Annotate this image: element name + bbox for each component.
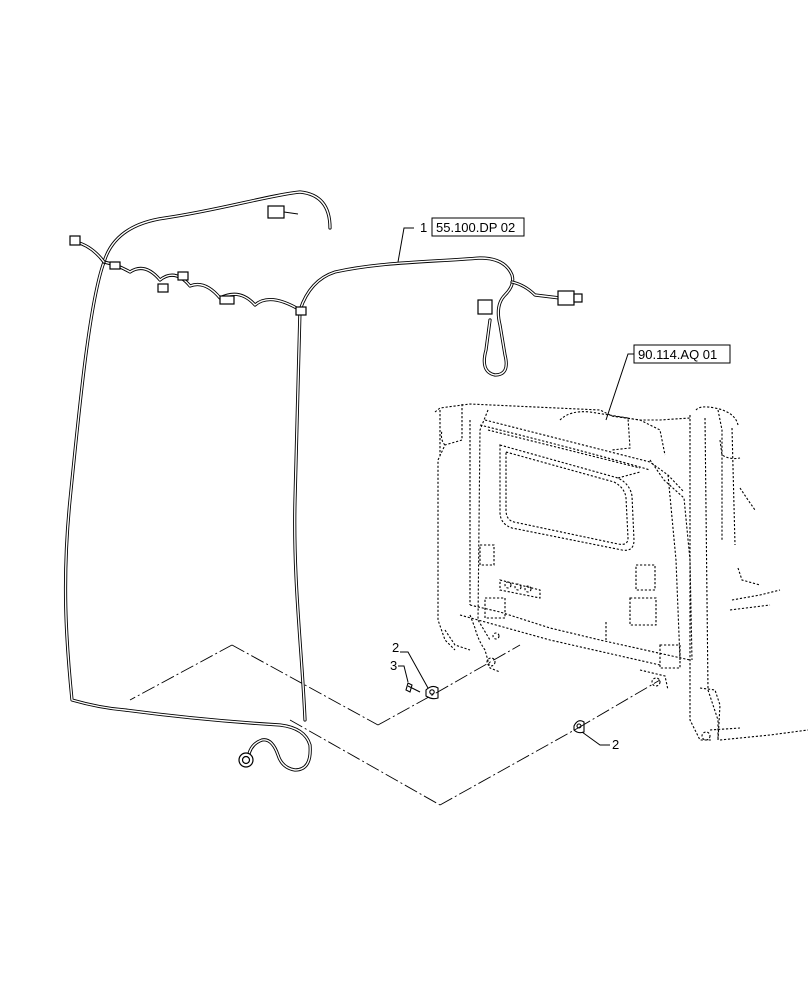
- callout-harness[interactable]: 1 55.100.DP 02: [397, 217, 525, 263]
- callout-number: 2: [392, 640, 399, 655]
- cable-clip-icon: [425, 685, 439, 700]
- callout-reference: 55.100.DP 02: [436, 220, 515, 235]
- cable-clip-icon: [573, 720, 585, 734]
- callout-cab[interactable]: 90.114.AQ 01: [605, 344, 731, 421]
- callout-screw[interactable]: 3: [390, 658, 409, 683]
- callout-number: 3: [390, 658, 397, 673]
- callout-clip-left[interactable]: 2: [392, 640, 429, 689]
- callout-ref-box: [431, 217, 525, 237]
- callout-number: 1: [420, 220, 427, 235]
- wiring-harness-icon: [63, 190, 583, 772]
- assembly-lines: [129, 644, 661, 806]
- callout-clip-right[interactable]: 2: [581, 731, 619, 752]
- callout-number: 2: [612, 737, 619, 752]
- cab-rear-wall-icon: [434, 403, 808, 741]
- screw-icon: [405, 682, 421, 693]
- callout-reference: 90.114.AQ 01: [638, 347, 717, 362]
